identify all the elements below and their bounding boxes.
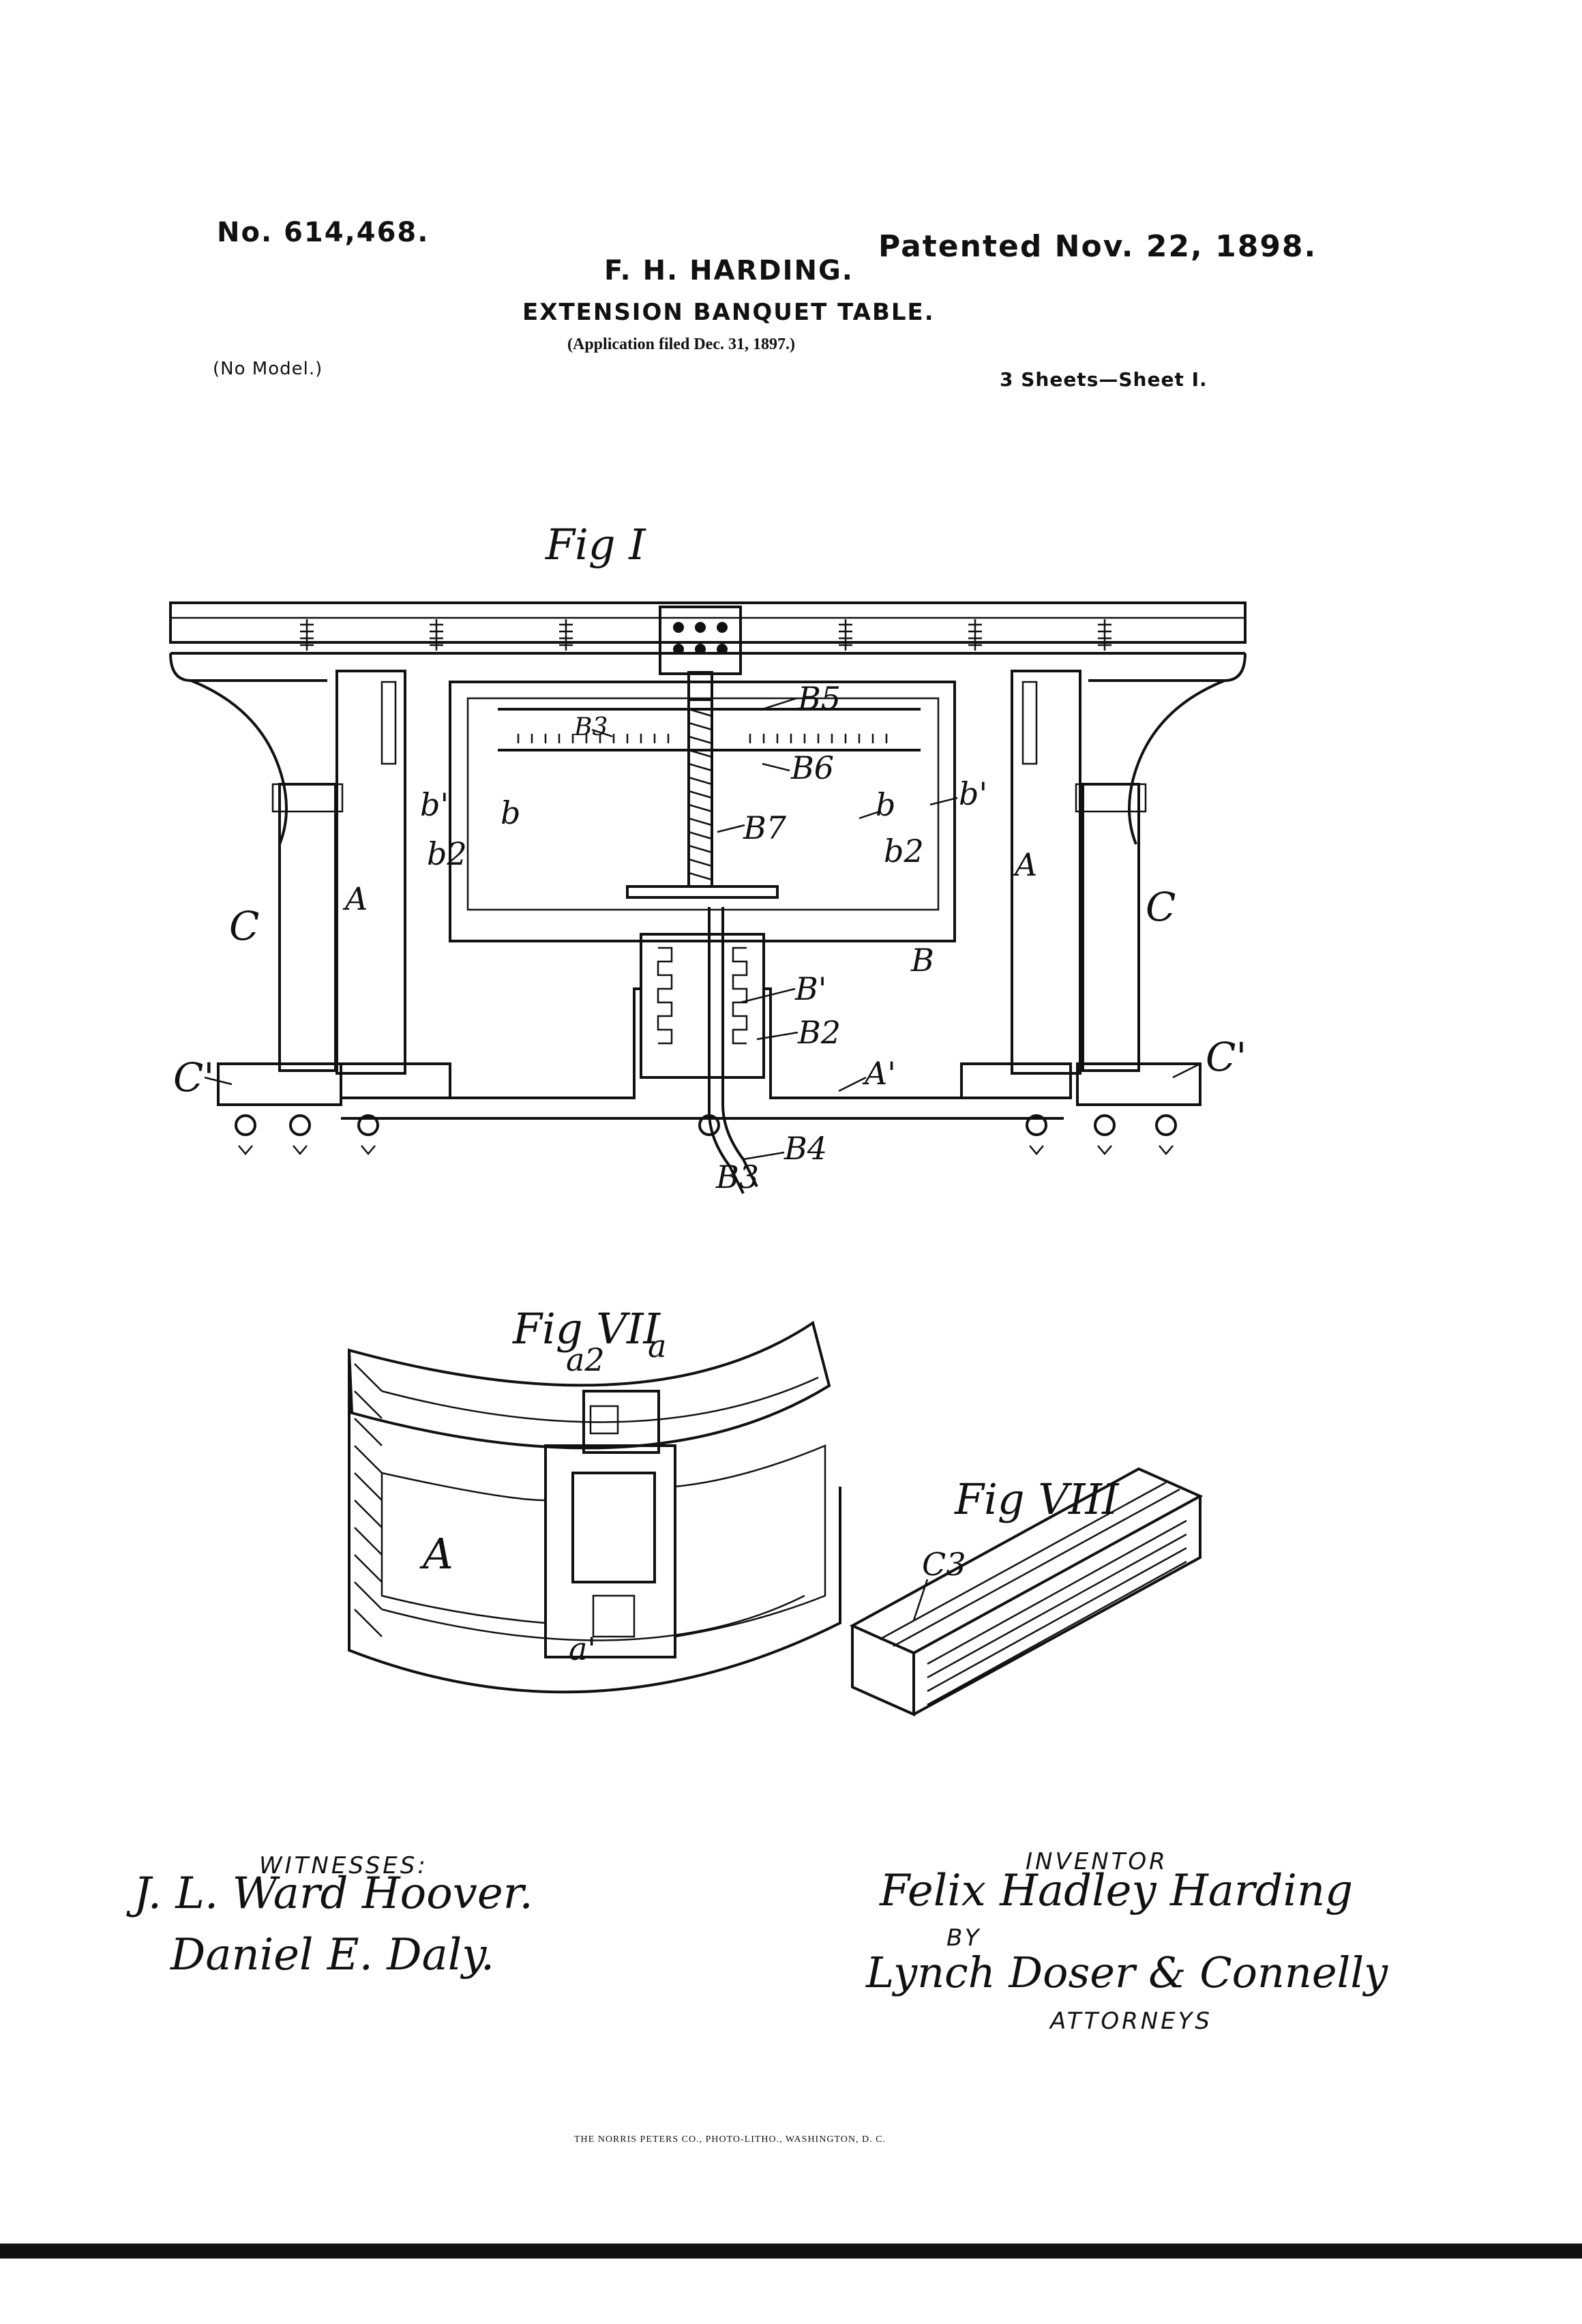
by-label: BY [946, 1924, 982, 1952]
attorneys-label: ATTORNEYS [1050, 2008, 1212, 2035]
patent-date: Patented Nov. 22, 1898. [878, 229, 1317, 264]
label-C3: C3 [922, 1546, 966, 1583]
label-B4: B4 [783, 1130, 827, 1167]
label-a-prime: a' [569, 1630, 596, 1667]
label-B: B [910, 942, 934, 979]
patent-number: No. 614,468. [217, 217, 430, 248]
label-C-left: C [229, 903, 259, 949]
inventor-signature: Felix Hadley Harding [880, 1866, 1354, 1916]
label-B5: B5 [797, 680, 841, 717]
label-b-left: b [501, 794, 520, 831]
label-b-prime-right: b' [959, 775, 987, 812]
label-b2-right: b2 [884, 833, 924, 869]
label-A-fig7: A [419, 1529, 453, 1579]
scan-border [0, 2244, 1582, 2259]
sheet-note: 3 Sheets—Sheet I. [1000, 368, 1208, 391]
label-B7: B7 [743, 809, 787, 846]
inventor-header: F. H. HARDING. [604, 255, 854, 286]
label-b-prime-left: b' [420, 786, 449, 823]
witness-signature-1: J. L. Ward Hoover. [134, 1868, 533, 1919]
label-a2: a2 [566, 1341, 605, 1378]
label-A-left: A [342, 880, 368, 917]
fig7-caption: Fig VII [512, 1304, 661, 1354]
label-B6: B6 [790, 749, 834, 786]
witness-signature-2: Daniel E. Daly. [170, 1930, 495, 1980]
label-C-prime-right: C' [1206, 1034, 1247, 1080]
fig8-caption: Fig VIII [954, 1474, 1120, 1524]
label-a: a [648, 1328, 666, 1365]
witnesses-label: WITNESSES: [259, 1852, 428, 1879]
label-b-right: b [876, 786, 895, 823]
label-B3: B3 [715, 1159, 759, 1195]
label-b3: B3 [573, 713, 608, 741]
printer-credit: THE NORRIS PETERS CO., PHOTO-LITHO., WAS… [574, 2134, 886, 2145]
patent-title: EXTENSION BANQUET TABLE. [522, 299, 935, 326]
attorneys-signature: Lynch Doser & Connelly [866, 1948, 1388, 1997]
application-note: (Application filed Dec. 31, 1897.) [567, 336, 795, 353]
model-note: (No Model.) [213, 359, 323, 379]
label-b2-left: b2 [427, 835, 467, 872]
label-A-prime: A' [862, 1055, 896, 1092]
inventor-label: INVENTOR [1026, 1848, 1168, 1875]
label-B2: B2 [797, 1014, 841, 1051]
label-C-right: C [1146, 884, 1176, 930]
label-A-right: A [1012, 846, 1037, 883]
label-B-prime: B' [794, 970, 826, 1007]
fig1-caption: Fig I [545, 520, 646, 569]
